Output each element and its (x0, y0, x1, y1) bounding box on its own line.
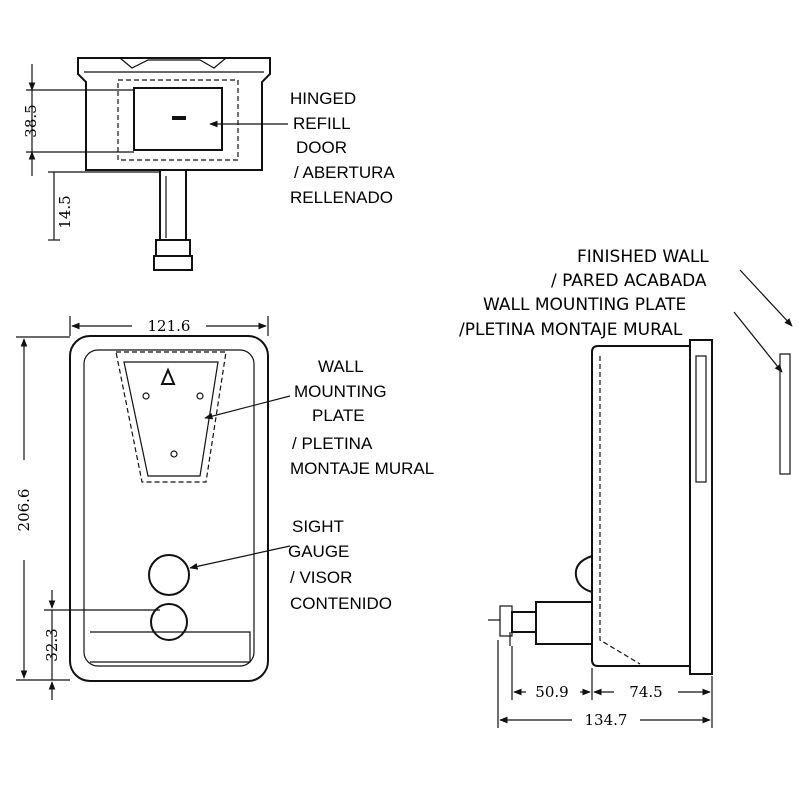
side-push-valve (488, 601, 593, 646)
dimension-32-3: 32.3 (43, 628, 61, 661)
gauge-leader (189, 545, 291, 570)
front-view: 121.6 206.6 32.3 WALL MOUNTING PLATE / P… (15, 316, 434, 700)
finished-wall (779, 353, 791, 475)
dimension-38-5: 38.5 (22, 104, 40, 137)
gauge-dimension: 32.3 (43, 590, 160, 700)
total-dimension: 134.7 (497, 640, 711, 729)
body-dimension: 74.5 (593, 676, 713, 728)
top-view: 38.5 14.5 HINGED REFILL DOOR / ABERTURA … (22, 57, 399, 271)
dimension-134-7: 134.7 (585, 711, 628, 729)
dimension-14-5: 14.5 (56, 195, 74, 228)
finished-wall-label: FINISHED WALL / PARED ACABADA (551, 247, 714, 291)
push-valve (90, 603, 251, 663)
hinged-refill-door-label: HINGED REFILL DOOR / ABERTURA RELLENADO (290, 89, 399, 207)
mounting-plate-leader (733, 311, 783, 373)
front-view-housing (69, 335, 269, 682)
plate-leader (204, 395, 291, 420)
refill-door (133, 87, 223, 151)
wall-leader (739, 269, 793, 327)
dimension-206-6: 206.6 (15, 489, 33, 532)
sight-gauge-label: SIGHT GAUGE / VISOR CONTENIDO (288, 517, 392, 613)
dimension-74-5: 74.5 (629, 683, 662, 701)
mounting-plate (115, 351, 227, 483)
dimension-121-6: 121.6 (148, 317, 191, 335)
sight-gauge (148, 554, 190, 596)
outlet-dimension: 14.5 (48, 171, 160, 241)
width-dimension: 121.6 (69, 316, 269, 336)
dimension-50-9: 50.9 (535, 683, 568, 701)
outlet-tube (153, 169, 193, 271)
side-view-housing (591, 339, 713, 675)
door-height-dimension: 38.5 (22, 64, 134, 176)
valve-dimension: 50.9 (511, 646, 593, 701)
wall-mounting-plate-label: WALL MOUNTING PLATE / PLETINA MONTAJE MU… (290, 357, 434, 478)
side-view: 50.9 74.5 134.7 FINISHED WALL / PARED AC… (459, 247, 793, 729)
side-mounting-plate-label: WALL MOUNTING PLATE /PLETINA MONTAJE MUR… (459, 295, 692, 340)
top-view-housing (77, 57, 271, 171)
side-sight-gauge (574, 555, 593, 593)
height-dimension: 206.6 (15, 336, 70, 681)
